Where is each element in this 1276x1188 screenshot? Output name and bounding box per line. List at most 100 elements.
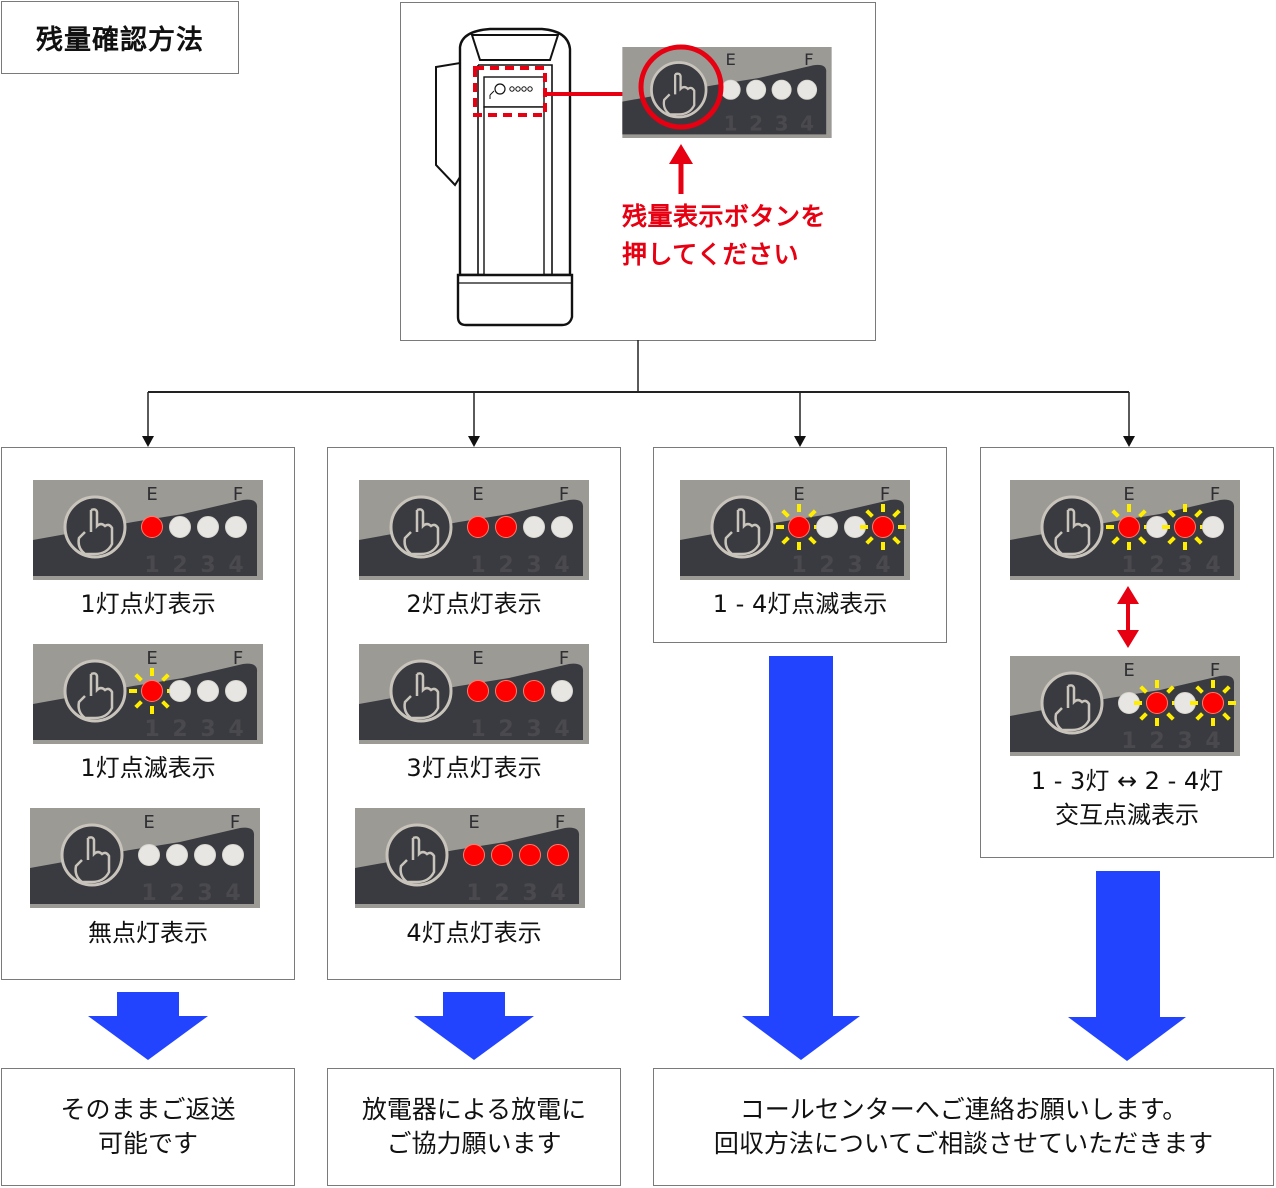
led-2-off (816, 516, 838, 538)
hand-button-icon[interactable] (650, 61, 708, 119)
led-3-off (197, 680, 219, 702)
led-number: 1 (724, 112, 738, 136)
blink-rays-icon (129, 668, 175, 714)
result-line-1: そのままご返送 (60, 1095, 236, 1124)
led-number: 4 (554, 717, 569, 742)
label-full: F (1210, 484, 1220, 505)
label-empty: E (472, 648, 483, 669)
led-number: 4 (554, 553, 569, 578)
blink-rays-icon (860, 504, 906, 550)
label-full: F (1210, 660, 1220, 681)
led-3-on (523, 680, 545, 702)
blink-rays-icon (1190, 680, 1236, 726)
led-number: 4 (225, 881, 240, 906)
label-empty: E (146, 484, 157, 505)
led-number: 3 (526, 553, 541, 578)
led-number: 3 (1177, 553, 1192, 578)
branch-arrow-2 (468, 392, 480, 447)
label-full: F (880, 484, 890, 505)
state-caption: 1灯点滅表示 (80, 754, 216, 782)
led-number: 1 (1121, 553, 1136, 578)
label-full: F (233, 484, 243, 505)
label-full: F (230, 812, 240, 833)
hand-button-icon[interactable] (385, 823, 449, 887)
led-number: 4 (228, 717, 243, 742)
led-4-off (225, 680, 247, 702)
label-empty: E (468, 812, 479, 833)
hand-button-icon[interactable] (1040, 495, 1104, 559)
hand-button-icon[interactable] (710, 495, 774, 559)
label-empty: E (793, 484, 804, 505)
led-number: 4 (1205, 553, 1220, 578)
flow-arrow-1 (88, 992, 208, 1060)
blink-rays-icon (1134, 680, 1180, 726)
led-number: 1 (791, 553, 806, 578)
result-line-2: ご協力願います (386, 1129, 562, 1158)
label-empty: E (1123, 660, 1134, 681)
led-3-off (523, 516, 545, 538)
led-4-off (1202, 516, 1224, 538)
led-number: 4 (875, 553, 890, 578)
branch-arrow-3 (794, 392, 806, 447)
led-number: 2 (819, 553, 834, 578)
led-number: 4 (800, 112, 814, 136)
result-line-1: 放電器による放電に (361, 1095, 587, 1124)
led-2-off (166, 844, 188, 866)
led-1-blink (788, 516, 810, 538)
led-3-off (194, 844, 216, 866)
led-2-off (169, 516, 191, 538)
hand-button-icon[interactable] (389, 659, 453, 723)
led-4-off (551, 516, 573, 538)
hand-button-icon[interactable] (1040, 671, 1104, 735)
led-2-off (169, 680, 191, 702)
hand-button-icon[interactable] (63, 659, 127, 723)
press-button-instruction: 残量表示ボタンを 押してください (622, 198, 826, 274)
result-box-return-ok: そのままご返送 可能です (1, 1068, 295, 1186)
hand-button-icon[interactable] (60, 823, 124, 887)
hand-button-icon[interactable] (63, 495, 127, 559)
branch-arrow-4 (1123, 392, 1135, 447)
led-1-on (467, 680, 489, 702)
result-line-2: 可能です (97, 1129, 198, 1158)
led-1-blink (141, 680, 163, 702)
state-caption: 1 - 4灯点滅表示 (712, 590, 888, 618)
hand-button-icon[interactable] (389, 495, 453, 559)
blink-rays-icon (1106, 504, 1152, 550)
led-4-on (547, 844, 569, 866)
button-highlight-circle (638, 44, 724, 194)
led-3-on (519, 844, 541, 866)
led-number: 3 (847, 553, 862, 578)
led-4-off (797, 79, 818, 100)
led-number: 1 (1121, 729, 1136, 754)
led-number: 2 (494, 881, 509, 906)
led-1-blink (1118, 516, 1140, 538)
result-box-call-center: コールセンターへご連絡お願いします。 回収方法についてご相談させていただきます (653, 1068, 1274, 1186)
led-1-off (138, 844, 160, 866)
label-full: F (559, 484, 569, 505)
led-4-off (222, 844, 244, 866)
led-number: 1 (144, 553, 159, 578)
label-empty: E (146, 648, 157, 669)
led-number: 3 (197, 881, 212, 906)
label-full: F (233, 648, 243, 669)
branch-arrow-1 (142, 392, 154, 447)
led-number: 3 (775, 112, 789, 136)
flow-arrow-4 (1068, 871, 1186, 1061)
page-title: 残量確認方法 (36, 25, 204, 56)
led-number: 4 (1205, 729, 1220, 754)
flow-arrow-2 (414, 992, 534, 1060)
led-1-on (463, 844, 485, 866)
instruction-line-2: 押してください (622, 240, 800, 269)
led-3-off (197, 516, 219, 538)
